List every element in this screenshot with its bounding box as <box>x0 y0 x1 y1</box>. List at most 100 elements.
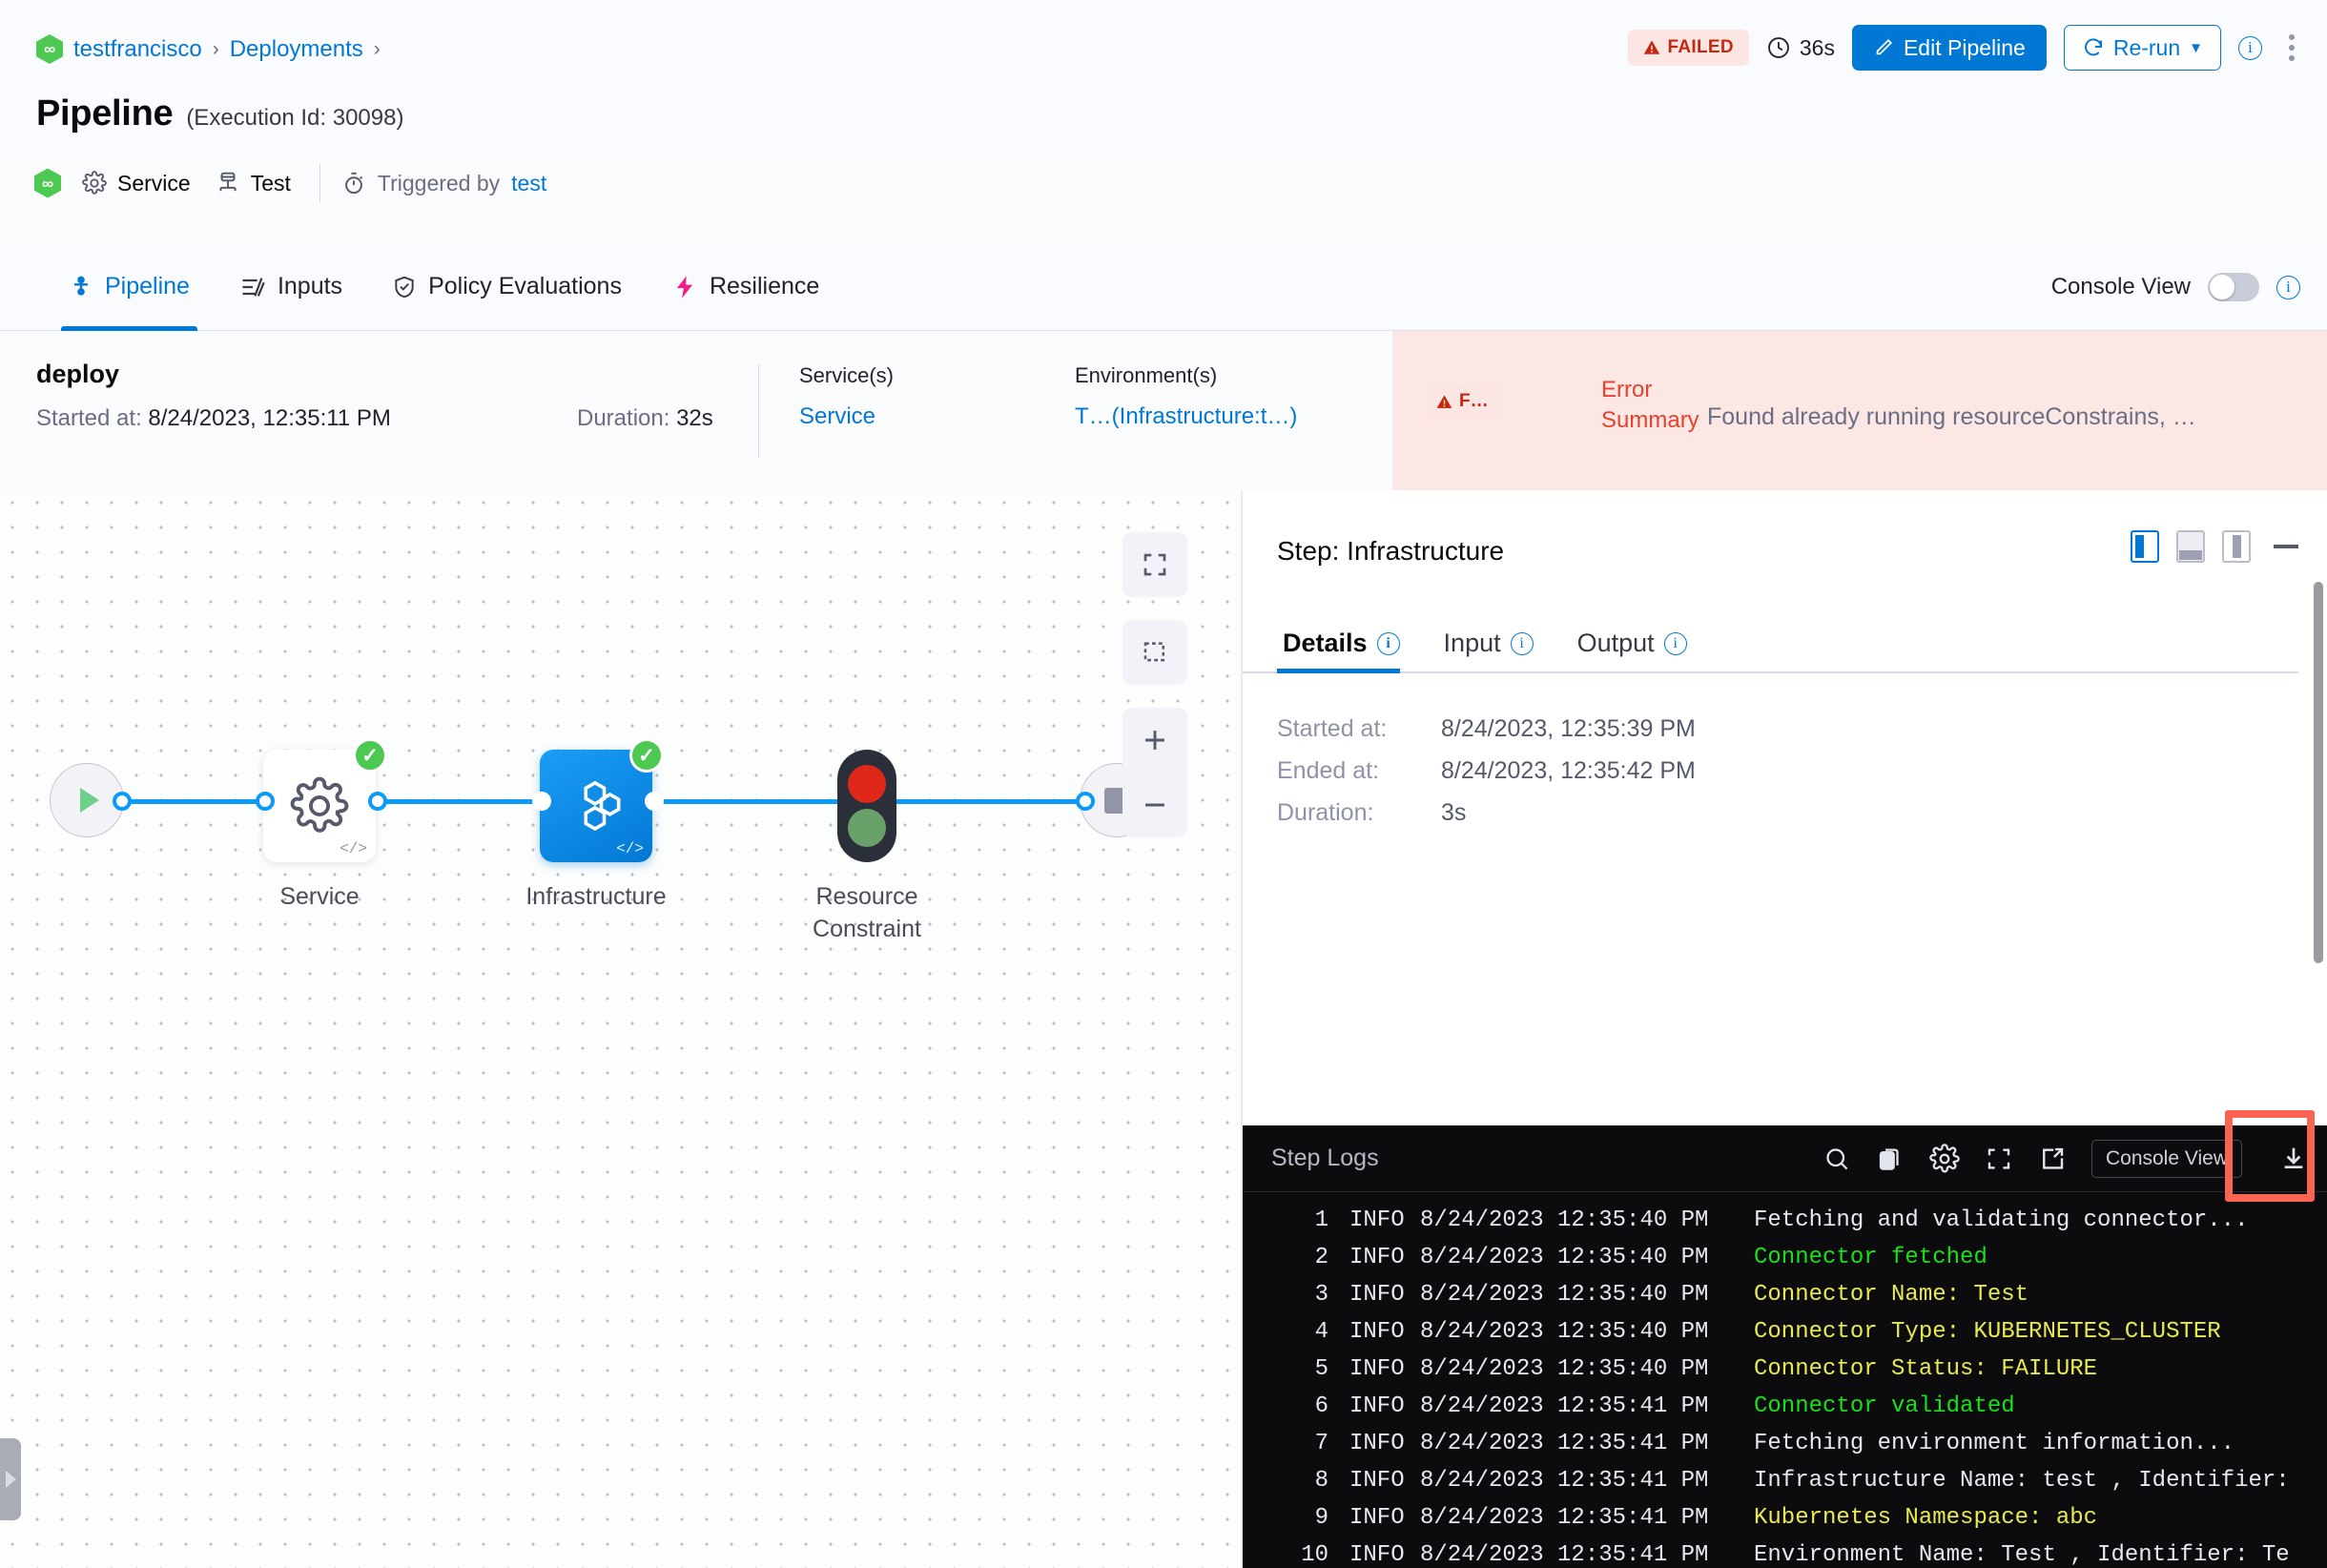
top-bar: ∞ testfrancisco › Deployments › Pipeline… <box>0 0 2327 202</box>
node-service[interactable]: ✓ </> <box>263 738 387 862</box>
pipeline-graph-canvas[interactable]: ✓ </> ✓ </> Service Infrastructure Resou… <box>0 490 1242 1568</box>
tab-policy-evaluations[interactable]: Policy Evaluations <box>367 243 647 331</box>
detail-row: Ended at: 8/24/2023, 12:35:42 PM <box>1277 757 2327 785</box>
error-summary-label: Error Summary <box>1601 377 1699 434</box>
edge-start-to-service <box>118 799 277 804</box>
log-level: INFO <box>1349 1393 1405 1419</box>
detail-value: 8/24/2023, 12:35:39 PM <box>1441 715 1696 742</box>
step-logs-header: Step Logs <box>1243 1110 2327 1202</box>
meta-service-label: Service <box>117 170 191 196</box>
log-line-number: 5 <box>1314 1356 1328 1382</box>
tab-pipeline[interactable]: Pipeline <box>44 243 215 331</box>
services-header: Service(s) <box>799 363 895 387</box>
breadcrumb-deployments-link[interactable]: Deployments <box>229 35 363 62</box>
tab-inputs-label: Inputs <box>277 273 343 299</box>
log-timestamp: 8/24/2023 12:35:41 PM <box>1420 1431 1709 1456</box>
harness-logo-icon: ∞ <box>36 34 63 64</box>
log-timestamp: 8/24/2023 12:35:41 PM <box>1420 1468 1709 1494</box>
log-timestamp: 8/24/2023 12:35:40 PM <box>1420 1319 1709 1345</box>
log-message: Connector fetched <box>1754 1245 1987 1270</box>
edit-pipeline-label: Edit Pipeline <box>1903 34 2026 60</box>
services-value[interactable]: Service <box>799 403 876 429</box>
node-resource-constraint[interactable] <box>837 750 896 862</box>
rerun-info-icon[interactable]: i <box>2238 35 2262 60</box>
warning-triangle-icon <box>1643 40 1659 54</box>
refresh-icon <box>2084 38 2102 56</box>
edit-pipeline-button[interactable]: Edit Pipeline <box>1851 25 2047 71</box>
stage-started-value: 8/24/2023, 12:35:11 PM <box>148 405 391 431</box>
tab-input[interactable]: Input i <box>1438 629 1551 671</box>
zoom-out-button[interactable] <box>1122 773 1187 837</box>
log-message: Connector Name: Test <box>1754 1282 2029 1308</box>
edge-service-to-infrastructure <box>362 799 553 804</box>
step-panel-tabs: Details i Input i Output i <box>1243 612 2298 673</box>
log-console-view-button[interactable]: Console View <box>2090 1140 2242 1178</box>
meta-service: Service <box>82 171 191 196</box>
step-panel-scrollbar[interactable] <box>2314 582 2323 963</box>
log-search-button[interactable] <box>1822 1145 1851 1173</box>
layout-left-split-button[interactable] <box>2131 530 2159 563</box>
layout-bottom-split-button[interactable] <box>2176 530 2205 563</box>
log-message: Connector Type: KUBERNETES_CLUSTER <box>1754 1319 2221 1345</box>
console-view-toggle-group: Console View i <box>2051 243 2300 331</box>
sidebar-collapse-handle[interactable] <box>0 1438 21 1520</box>
tab-output[interactable]: Output i <box>1572 629 1704 671</box>
node-label-resource-constraint: Resource Constraint <box>813 883 921 942</box>
zoom-out-icon <box>1145 803 1164 807</box>
log-copy-button[interactable] <box>1876 1145 1905 1173</box>
log-expand-button[interactable] <box>1985 1145 2013 1173</box>
tab-input-label: Input <box>1443 629 1501 657</box>
console-view-toggle[interactable] <box>2208 273 2259 301</box>
log-settings-button[interactable] <box>1929 1144 1960 1174</box>
error-summary-text: Found already running resourceConstrains… <box>1707 403 2196 430</box>
detail-key: Started at: <box>1277 715 1388 742</box>
tab-policy-label: Policy Evaluations <box>428 273 622 299</box>
breadcrumb-org-link[interactable]: testfrancisco <box>73 35 202 62</box>
input-info-icon[interactable]: i <box>1510 631 1534 655</box>
stage-summary-left: deploy Started at: 8/24/2023, 12:35:11 P… <box>0 331 1392 490</box>
step-logs-title: Step Logs <box>1271 1145 1379 1171</box>
select-area-button[interactable] <box>1122 620 1187 685</box>
node-infrastructure[interactable]: ✓ </> <box>540 738 664 862</box>
detail-value: 8/24/2023, 12:35:42 PM <box>1441 757 1696 784</box>
log-download-button[interactable] <box>2267 1132 2320 1186</box>
node-status-success-icon: ✓ <box>353 738 387 773</box>
expand-icon <box>1987 1148 2010 1169</box>
select-area-icon <box>1143 642 1164 662</box>
log-open-external-button[interactable] <box>2038 1145 2067 1173</box>
start-node[interactable] <box>50 763 124 837</box>
more-options-button[interactable] <box>2279 29 2304 67</box>
log-level: INFO <box>1349 1505 1405 1531</box>
zoom-in-button[interactable] <box>1122 708 1187 773</box>
environments-value[interactable]: T…(Infrastructure:t…) <box>1075 403 1298 429</box>
play-icon <box>80 788 99 813</box>
tab-resilience[interactable]: Resilience <box>647 243 844 331</box>
details-info-icon[interactable]: i <box>1376 631 1400 655</box>
console-view-info-icon[interactable]: i <box>2276 275 2300 299</box>
fit-to-screen-button[interactable] <box>1122 532 1187 597</box>
triggered-prefix: Triggered by <box>377 170 501 196</box>
detail-key: Ended at: <box>1277 757 1380 784</box>
open-external-icon <box>2043 1147 2064 1169</box>
breadcrumb-separator-icon: › <box>212 37 219 60</box>
triggered-by-user[interactable]: test <box>511 170 547 196</box>
minimize-panel-button[interactable] <box>2274 545 2298 548</box>
log-line-number: 3 <box>1314 1282 1328 1308</box>
log-level: INFO <box>1349 1431 1405 1456</box>
log-timestamp: 8/24/2023 12:35:40 PM <box>1420 1207 1709 1233</box>
output-info-icon[interactable]: i <box>1663 631 1687 655</box>
tab-details[interactable]: Details i <box>1277 629 1417 673</box>
detail-row: Started at: 8/24/2023, 12:35:39 PM <box>1277 715 2327 743</box>
rerun-button[interactable]: Re-run ▼ <box>2063 25 2221 71</box>
layout-right-split-button[interactable] <box>2222 530 2251 563</box>
stage-summary-bar: deploy Started at: 8/24/2023, 12:35:11 P… <box>0 331 2327 490</box>
tab-inputs[interactable]: Inputs <box>215 243 367 331</box>
log-line-number: 4 <box>1314 1319 1328 1345</box>
traffic-light-green-icon <box>848 809 886 847</box>
log-level: INFO <box>1349 1207 1405 1233</box>
stage-started-label: Started at: <box>36 405 142 431</box>
stage-error-panel: F… Error Summary Found already running r… <box>1392 331 2327 490</box>
